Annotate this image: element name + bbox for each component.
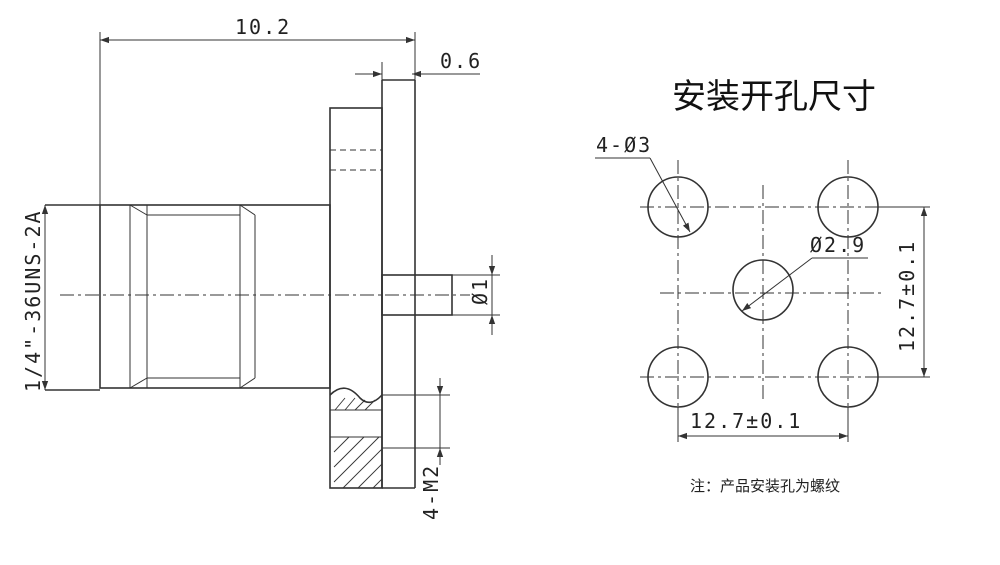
dim-spacing-vertical: 12.7±0.1: [895, 240, 919, 352]
dim-overall-length: 10.2: [235, 15, 291, 39]
dim-pin-diameter: Ø1: [468, 277, 492, 305]
dim-flange-offset: 0.6: [440, 49, 482, 73]
panel-cutout-title: 安装开孔尺寸: [672, 77, 876, 117]
dim-thread-spec: 1/4"-36UNS-2A: [21, 209, 45, 392]
dim-spacing-horizontal: 12.7±0.1: [690, 409, 802, 433]
footnote: 注：产品安装孔为螺纹: [690, 477, 840, 495]
center-pin: [381, 274, 453, 316]
hole-pattern: 4-Ø3 Ø2.9 12.7±0.1 12.7±0.1: [595, 133, 930, 442]
tapped-hole-section: [329, 387, 383, 489]
corner-hole-top-left: [647, 176, 709, 238]
label-center-hole: Ø2.9: [810, 233, 866, 257]
center-hole: [732, 259, 794, 321]
dim-mount-threads: 4-M2: [419, 464, 443, 520]
side-view: 10.2 0.6 1/4"-36UNS-2A Ø1 4-M2: [21, 15, 500, 520]
label-corner-holes: 4-Ø3: [596, 133, 652, 157]
flange: [329, 107, 383, 489]
thread-body: [99, 204, 331, 389]
